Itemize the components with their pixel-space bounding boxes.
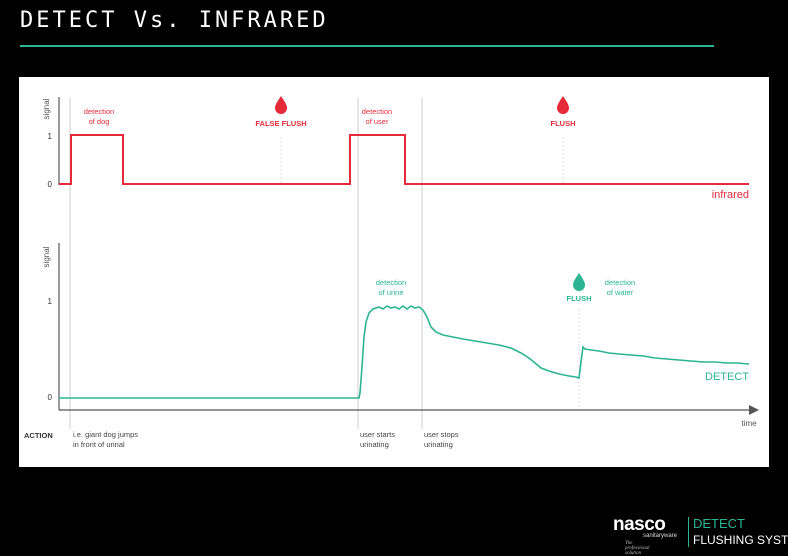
annot-user-line1: detection — [362, 107, 392, 116]
page-title: DETECT Vs. INFRARED — [20, 8, 329, 33]
diagram-panel: signal 1 0 infrared detection of dog FAL… — [19, 77, 769, 467]
annot-dog-line1: detection — [84, 107, 114, 116]
water-drop-icon — [573, 273, 585, 291]
bottom-y-axis-label: signal — [42, 246, 51, 267]
action-user-start-line2: urinating — [360, 440, 389, 449]
annot-user-line2: of user — [366, 117, 389, 126]
x-axis-label: time — [741, 419, 757, 428]
annot-water-line1: detection — [605, 278, 635, 287]
comparison-diagram: signal 1 0 infrared detection of dog FAL… — [24, 96, 759, 449]
top-tick-0: 0 — [48, 180, 53, 189]
bottom-tick-1: 1 — [48, 297, 53, 306]
brand-divider — [688, 517, 689, 547]
water-drop-icon — [557, 96, 569, 114]
bottom-tick-0: 0 — [48, 393, 53, 402]
water-drop-icon — [275, 96, 287, 114]
action-user-start-line1: user starts — [360, 430, 395, 439]
infrared-signal-line — [59, 134, 749, 185]
action-label: ACTION — [24, 431, 53, 440]
annot-urine-line2: of urine — [378, 288, 403, 297]
title-underline — [20, 45, 714, 47]
detect-series-label: DETECT — [705, 371, 749, 383]
action-dog-line2: in front of urinal — [73, 440, 125, 449]
action-dog-line1: i.e. giant dog jumps — [73, 430, 138, 439]
brand-subtitle: sanitaryware — [643, 533, 678, 539]
brand-system: FLUSHING SYSTEM — [693, 533, 788, 547]
annot-false-flush: FALSE FLUSH — [255, 119, 306, 128]
action-user-stop-line1: user stops — [424, 430, 459, 439]
annot-flush-detect: FLUSH — [567, 294, 592, 303]
annot-flush-infrared: FLUSH — [551, 119, 576, 128]
brand-product: DETECT — [693, 516, 745, 531]
top-tick-1: 1 — [48, 132, 53, 141]
top-y-axis-label: signal — [42, 98, 51, 119]
x-axis-arrow-icon — [749, 405, 759, 415]
infrared-series-label: infrared — [712, 189, 749, 201]
detect-signal-line — [59, 305, 750, 399]
action-user-stop-line2: urinating — [424, 440, 453, 449]
annot-urine-line1: detection — [376, 278, 406, 287]
annot-dog-line2: of dog — [89, 117, 110, 126]
brand-name: nasco — [613, 514, 666, 535]
annot-water-line2: of water — [607, 288, 634, 297]
